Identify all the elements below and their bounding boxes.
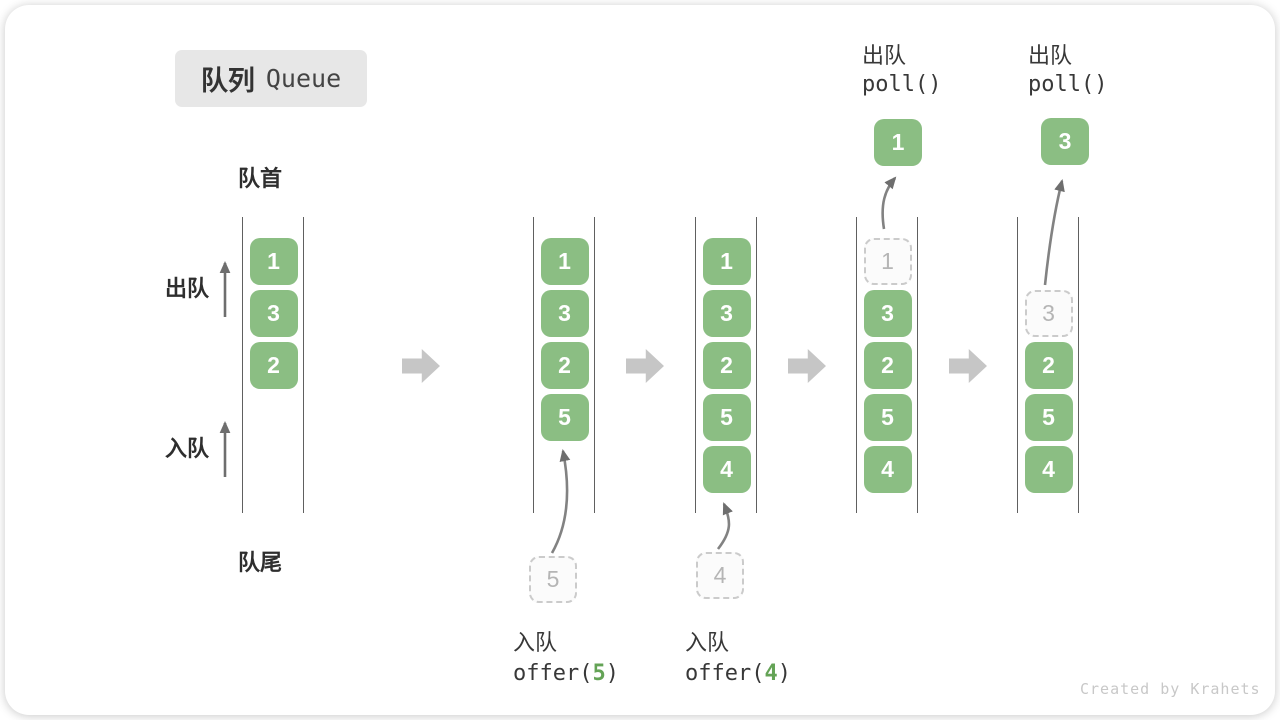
queue-cell: 1	[540, 238, 589, 285]
offer-label-right: 入队	[685, 630, 730, 655]
queue-cell: 1	[249, 238, 298, 285]
poll-result-cell: 3	[1041, 118, 1089, 165]
queue-cell: 4	[863, 446, 912, 493]
title-badge: 队列 Queue	[175, 50, 367, 107]
offer-code-close: )	[605, 661, 619, 686]
label-queue-front: 队首	[238, 166, 283, 191]
credit-text: Created by Krahets	[1080, 680, 1261, 698]
queue-cell: 2	[540, 342, 589, 389]
queue-cell: 4	[702, 446, 751, 493]
poll-result-cell: 1	[874, 119, 922, 166]
queue-cell: 2	[702, 342, 751, 389]
label-dequeue: 出队	[165, 276, 210, 301]
pending-enqueue-cell: 4	[696, 552, 744, 599]
queue-cell: 4	[1024, 446, 1073, 493]
queue-cell: 3	[249, 290, 298, 337]
transition-arrow-icon	[788, 349, 826, 383]
offer-code-left: offer(5)	[513, 661, 619, 686]
title-en: Queue	[265, 64, 342, 93]
poll-label-left: 出队	[862, 43, 907, 68]
offer-code-right: offer(4)	[685, 661, 791, 686]
queue-cell: 2	[1024, 342, 1073, 389]
queue-cell: 1	[702, 238, 751, 285]
diagram-canvas: 队列 Queue 队首 队尾 出队 入队 1 3 2 1 3 2 5 1 3 2…	[5, 5, 1275, 715]
queue-state-4: 1 3 2 5 4	[856, 217, 918, 513]
queue-cell: 3	[863, 290, 912, 337]
offer-code-open: offer(	[685, 661, 765, 686]
queue-state-5: 3 2 5 4	[1017, 217, 1079, 513]
queue-cell: 5	[540, 394, 589, 441]
queue-cell: 2	[863, 342, 912, 389]
queue-state-3: 1 3 2 5 4	[695, 217, 757, 513]
queue-cell: 5	[1024, 394, 1073, 441]
offer-code-open: offer(	[513, 661, 593, 686]
label-enqueue: 入队	[165, 436, 210, 461]
queue-cell: 5	[702, 394, 751, 441]
queue-cell: 5	[863, 394, 912, 441]
queue-cell: 3	[540, 290, 589, 337]
pending-enqueue-cell: 5	[529, 556, 577, 603]
offer-label-left: 入队	[513, 630, 558, 655]
transition-arrow-icon	[949, 349, 987, 383]
label-queue-rear: 队尾	[238, 550, 283, 575]
queue-cell: 3	[702, 290, 751, 337]
offer-code-arg: 5	[592, 661, 606, 686]
transition-arrow-icon	[626, 349, 664, 383]
queue-state-2: 1 3 2 5	[533, 217, 595, 513]
title-zh: 队列	[200, 66, 255, 96]
transition-arrow-icon	[402, 349, 440, 383]
poll-code-left: poll()	[862, 72, 942, 97]
poll-label-right: 出队	[1028, 43, 1073, 68]
queue-cell: 2	[249, 342, 298, 389]
poll-code-right: poll()	[1028, 72, 1108, 97]
offer-code-close: )	[777, 661, 791, 686]
offer-code-arg: 4	[764, 661, 778, 686]
queue-cell-ghost: 1	[863, 238, 912, 285]
queue-cell-ghost: 3	[1024, 290, 1073, 337]
queue-state-1: 1 3 2	[242, 217, 304, 513]
